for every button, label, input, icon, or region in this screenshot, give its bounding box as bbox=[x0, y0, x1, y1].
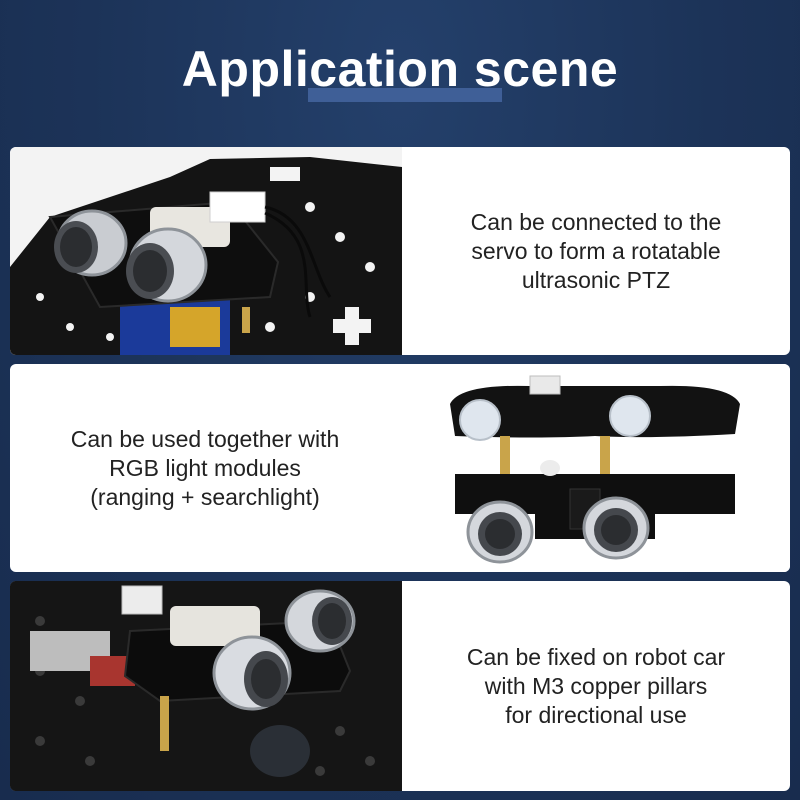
ultrasonic-with-rgb-light-module-photo bbox=[400, 364, 790, 572]
scene-caption-rgb: Can be used together with RGB light modu… bbox=[10, 364, 400, 572]
ultrasonic-module-on-servo-photo bbox=[10, 147, 402, 355]
scene-caption-robot-car: Can be fixed on robot car with M3 copper… bbox=[402, 581, 790, 791]
header: Application scene bbox=[0, 36, 800, 106]
ultrasonic-on-robot-car-photo bbox=[10, 581, 402, 791]
caption-line: (ranging + searchlight) bbox=[90, 483, 320, 510]
caption-line: with M3 copper pillars bbox=[484, 672, 708, 699]
caption-line: RGB light modules bbox=[109, 454, 301, 481]
caption-line: Can be fixed on robot car bbox=[466, 643, 726, 670]
title-accent-bar bbox=[308, 88, 502, 102]
caption-line: ultrasonic PTZ bbox=[521, 266, 671, 293]
scene-card-robot-car: Can be fixed on robot car with M3 copper… bbox=[10, 581, 790, 791]
caption-line: Can be connected to the bbox=[470, 208, 722, 235]
caption-line: for directional use bbox=[505, 701, 687, 728]
caption-line: Can be used together with bbox=[70, 425, 340, 452]
scene-card-servo: Can be connected to the servo to form a … bbox=[10, 147, 790, 355]
page-title: Application scene bbox=[181, 41, 619, 97]
scene-caption-servo: Can be connected to the servo to form a … bbox=[402, 147, 790, 355]
caption-line: servo to form a rotatable bbox=[471, 237, 721, 264]
scene-card-rgb: Can be used together with RGB light modu… bbox=[10, 364, 790, 572]
